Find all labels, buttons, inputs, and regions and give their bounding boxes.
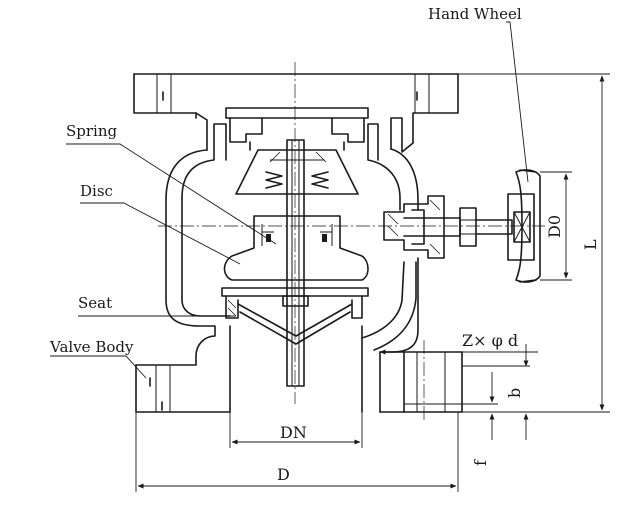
dim-label-d0: D0 <box>545 215 564 238</box>
seat <box>221 287 369 345</box>
dimension-labels: DN D Z× φ d L D0 b f <box>277 215 600 484</box>
dim-label-l: L <box>581 239 600 250</box>
label-hand-wheel: Hand Wheel <box>428 5 522 23</box>
dim-label-holes: Z× φ d <box>462 331 518 350</box>
dim-label-d: D <box>277 465 290 484</box>
label-disc: Disc <box>80 182 113 200</box>
dim-label-f: f <box>471 459 490 466</box>
leader-lines <box>50 21 529 379</box>
bolt-marks <box>149 91 418 411</box>
label-seat: Seat <box>78 294 112 312</box>
handwheel-assembly <box>383 169 541 283</box>
stem <box>282 139 309 387</box>
label-valve-body: Valve Body <box>49 338 134 356</box>
dimension-lines <box>135 73 610 492</box>
disc <box>223 215 369 281</box>
callout-labels: Hand Wheel Spring Disc Seat Valve Body <box>49 5 522 356</box>
dim-label-dn: DN <box>280 423 307 442</box>
valve-body-outline <box>133 73 463 413</box>
centerlines <box>158 62 545 420</box>
label-spring: Spring <box>66 122 118 140</box>
bonnet <box>225 107 369 195</box>
dim-label-b: b <box>505 388 524 398</box>
